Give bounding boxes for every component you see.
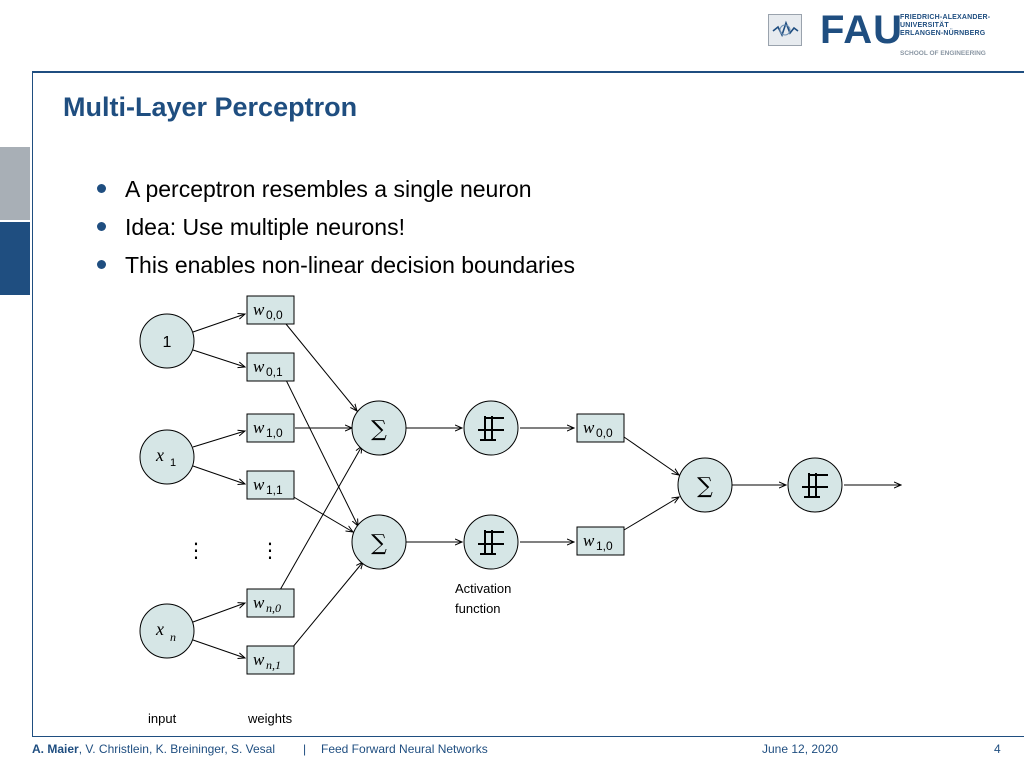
weight-box-wn0: w n,0 <box>246 588 295 618</box>
edge <box>192 349 245 367</box>
weight-subscript: n,1 <box>266 658 281 672</box>
side-tab-grey <box>0 147 30 220</box>
bullet-dot-icon <box>97 184 106 193</box>
edge <box>192 431 245 448</box>
weight-box-out-w10: w 1,0 <box>576 526 625 556</box>
activation-node-2 <box>463 514 519 570</box>
edge <box>285 379 358 526</box>
input-ellipsis: ⋮ <box>186 538 206 562</box>
weight-symbol: w <box>253 357 265 376</box>
institute-logo-icon <box>768 14 802 46</box>
university-name: FRIEDRICH-ALEXANDER- UNIVERSITÄT ERLANGE… <box>900 14 990 38</box>
weight-subscript: 1,0 <box>596 539 613 553</box>
edge <box>291 562 363 649</box>
sum-node-output: ∑ <box>677 457 733 513</box>
slide-title: Multi-Layer Perceptron <box>63 92 358 122</box>
weight-symbol: w <box>253 418 265 437</box>
footer-course: Feed Forward Neural Networks <box>321 742 488 756</box>
bullet-text: Idea: Use multiple neurons! <box>125 214 405 240</box>
weight-subscript: n,0 <box>266 601 281 615</box>
activation-node-output <box>787 457 843 513</box>
bullet-list: A perceptron resembles a single neuron I… <box>97 170 575 284</box>
sum-node-1: ∑ <box>351 400 407 456</box>
weight-subscript: 1,0 <box>266 426 283 440</box>
input-weight-edges <box>192 314 901 658</box>
footer-date: June 12, 2020 <box>762 742 839 756</box>
edge <box>291 495 353 532</box>
university-line: FRIEDRICH-ALEXANDER- <box>900 14 991 21</box>
weight-box-w00: w 0,0 <box>246 295 295 325</box>
input-node-one: 1 <box>139 313 195 369</box>
edge <box>279 446 362 591</box>
weight-box-w01: w 0,1 <box>246 352 295 382</box>
weight-subscript: 0,0 <box>596 426 613 440</box>
activation-caption: function <box>455 601 501 616</box>
activation-node-1 <box>463 400 519 456</box>
sum-icon: ∑ <box>371 531 387 556</box>
side-tab-blue <box>0 222 30 295</box>
weight-symbol: w <box>253 475 265 494</box>
input-caption: input <box>148 711 177 726</box>
fau-logo-wordmark: FAU <box>820 8 903 52</box>
input-node-subscript: 1 <box>170 457 176 469</box>
input-node-xn: x n <box>139 603 195 659</box>
weight-subscript: 0,0 <box>266 308 283 322</box>
weight-symbol: w <box>583 418 595 437</box>
weight-box-wn1: w n,1 <box>246 645 295 675</box>
edge <box>623 436 679 475</box>
edge <box>192 465 245 484</box>
weight-symbol: w <box>253 650 265 669</box>
bullet-dot-icon <box>97 222 106 231</box>
sum-icon: ∑ <box>371 417 387 442</box>
bullet-text: This enables non-linear decision boundar… <box>125 252 576 278</box>
input-node-x1: x 1 <box>139 429 195 485</box>
input-node-label: x <box>155 445 164 465</box>
edge <box>192 314 245 333</box>
step-function-icon <box>478 416 504 441</box>
weight-symbol: w <box>583 531 595 550</box>
edge <box>192 639 245 658</box>
weight-symbol: w <box>253 593 265 612</box>
bullet-dot-icon <box>97 260 106 269</box>
weight-box-out-w00: w 0,0 <box>576 413 625 443</box>
footer-author-main: A. Maier <box>32 742 79 756</box>
input-node-label: 1 <box>163 334 172 351</box>
weights-caption: weights <box>247 711 293 726</box>
frame-top-rule <box>32 71 1024 73</box>
frame-left-rule <box>32 71 33 737</box>
bullet-item: This enables non-linear decision boundar… <box>97 246 575 284</box>
footer-author-rest: , V. Christlein, K. Breininger, S. Vesal <box>78 742 276 756</box>
bullet-item: A perceptron resembles a single neuron <box>97 170 575 208</box>
footer-page-number: 4 <box>994 742 1001 756</box>
bullet-text: A perceptron resembles a single neuron <box>125 176 532 202</box>
weight-subscript: 0,1 <box>266 365 283 379</box>
activation-caption: Activation <box>455 581 511 596</box>
university-line: UNIVERSITÄT <box>900 22 949 29</box>
input-node-subscript: n <box>170 630 176 644</box>
weight-box-w10: w 1,0 <box>246 413 295 443</box>
edge <box>623 497 679 531</box>
footer-authors: A. Maier, V. Christlein, K. Breininger, … <box>32 742 275 756</box>
sum-icon: ∑ <box>697 474 713 499</box>
frame-bottom-rule <box>32 736 1024 737</box>
edge <box>285 323 357 411</box>
school-name: SCHOOL OF ENGINEERING <box>900 50 986 57</box>
footer-separator: | <box>303 742 307 756</box>
bullet-item: Idea: Use multiple neurons! <box>97 208 575 246</box>
sum-node-2: ∑ <box>351 514 407 570</box>
input-node-label: x <box>155 619 164 639</box>
university-line: ERLANGEN-NÜRNBERG <box>900 30 986 37</box>
weight-symbol: w <box>253 300 265 319</box>
weight-subscript: 1,1 <box>266 483 283 497</box>
weight-ellipsis: ⋮ <box>260 538 280 562</box>
step-function-icon <box>802 473 828 498</box>
edge <box>192 603 245 623</box>
step-function-icon <box>478 530 504 555</box>
weight-box-w11: w 1,1 <box>246 470 295 500</box>
